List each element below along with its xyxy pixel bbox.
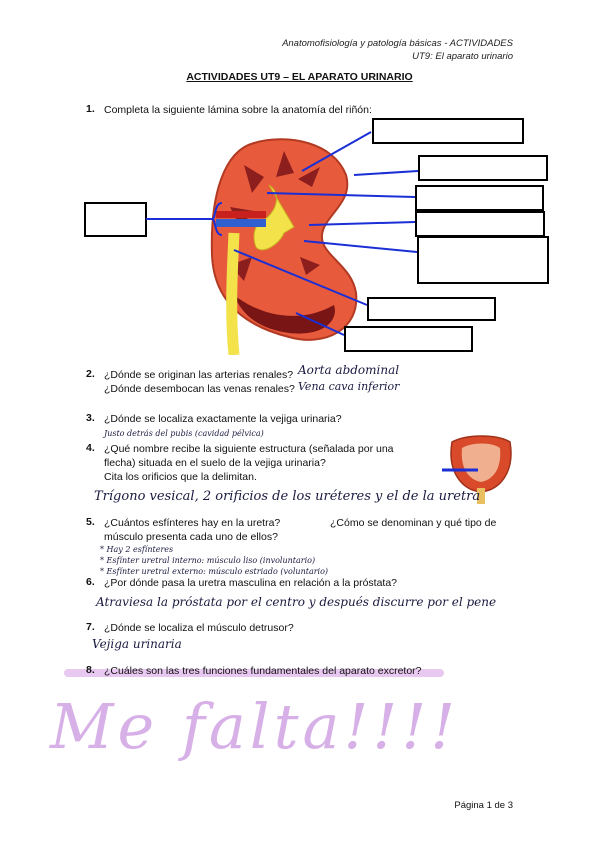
question-text: ¿Dónde se originan las arterias renales? (104, 369, 294, 381)
kidney-medulla-lower (234, 295, 335, 334)
question-text: ¿Dónde se localiza exactamente la vejiga… (104, 413, 342, 425)
label-box[interactable] (367, 297, 496, 321)
question-text: ¿Dónde desembocan las venas renales? (104, 383, 295, 395)
answer-text: Justo detrás del pubis (cavidad pélvica) (104, 429, 264, 438)
arrow (295, 312, 345, 336)
highlight-stroke (64, 669, 444, 677)
arrow (301, 131, 372, 172)
question-text: ¿Cuántos esfínteres hay en la uretra? (104, 517, 281, 529)
kidney-pyramid (298, 167, 320, 187)
label-box[interactable] (415, 211, 545, 237)
renal-pelvis (253, 184, 295, 251)
label-box[interactable] (372, 118, 524, 144)
bladder-lumen (461, 443, 501, 482)
label-box[interactable] (418, 155, 548, 181)
kidney-pyramid (244, 165, 264, 193)
answer-text: Aorta abdominal (298, 363, 400, 377)
header-subject: Anatomofisiología y patología básicas - … (282, 38, 513, 49)
arrow (303, 240, 418, 253)
answer-text: Atraviesa la próstata por el centro y de… (96, 595, 497, 609)
kidney-pyramid (276, 151, 294, 177)
question-number: 3. (86, 412, 95, 424)
question-text: músculo presenta cada uno de ellos? (104, 531, 278, 543)
question-text: ¿Cómo se denominan y qué tipo de (330, 517, 497, 529)
answer-text: Trígono vesical, 2 orificios de los urét… (94, 489, 481, 504)
label-box[interactable] (417, 236, 549, 284)
handwritten-note: Me falta!!!! (50, 690, 460, 763)
urethra (477, 488, 485, 504)
question-number: 7. (86, 621, 95, 633)
question-number: 4. (86, 442, 95, 454)
label-box-left (84, 202, 147, 237)
renal-vein (216, 219, 266, 227)
kidney-diagram (84, 131, 419, 355)
arrow (308, 221, 416, 226)
header-unit: UT9: El aparato urinario (412, 51, 513, 62)
question-text: flecha) situada en el suelo de la vejiga… (104, 457, 326, 469)
question-text: ¿Por dónde pasa la uretra masculina en r… (104, 577, 398, 589)
arrow (266, 192, 416, 198)
page-title: ACTIVIDADES UT9 – EL APARATO URINARIO (186, 71, 413, 83)
arrow (353, 170, 419, 176)
kidney-pyramid (300, 257, 320, 275)
question-text: Completa la siguiente lámina sobre la an… (104, 104, 372, 116)
question-number: 2. (86, 368, 95, 380)
question-number: 1. (86, 103, 95, 115)
label-box[interactable] (344, 326, 473, 352)
answer-text: Vejiga urinaria (92, 637, 182, 651)
answer-text: * Esfínter uretral interno: músculo liso… (100, 556, 316, 565)
answer-text: * Hay 2 esfínteres (100, 545, 174, 554)
bracket (211, 202, 223, 236)
question-text: ¿Dónde se localiza el músculo detrusor? (104, 622, 294, 634)
question-text: ¿Qué nombre recibe la siguiente estructu… (104, 443, 394, 455)
question-number: 5. (86, 516, 95, 528)
answer-text: Vena cava inferior (298, 380, 400, 393)
kidney-cortex (210, 138, 358, 341)
question-text: ¿Cuáles son las tres funciones fundament… (104, 665, 422, 677)
bladder-image (442, 435, 512, 504)
question-text: Cita los orificios que la delimitan. (104, 471, 257, 483)
answer-text: * Esfínter uretral externo: músculo estr… (100, 567, 329, 576)
question-number: 6. (86, 576, 95, 588)
arrow (233, 249, 368, 306)
question-number: 8. (86, 664, 95, 676)
renal-artery (216, 211, 266, 218)
ureter (226, 232, 240, 355)
label-box[interactable] (415, 185, 544, 211)
page-number: Página 1 de 3 (454, 800, 513, 811)
